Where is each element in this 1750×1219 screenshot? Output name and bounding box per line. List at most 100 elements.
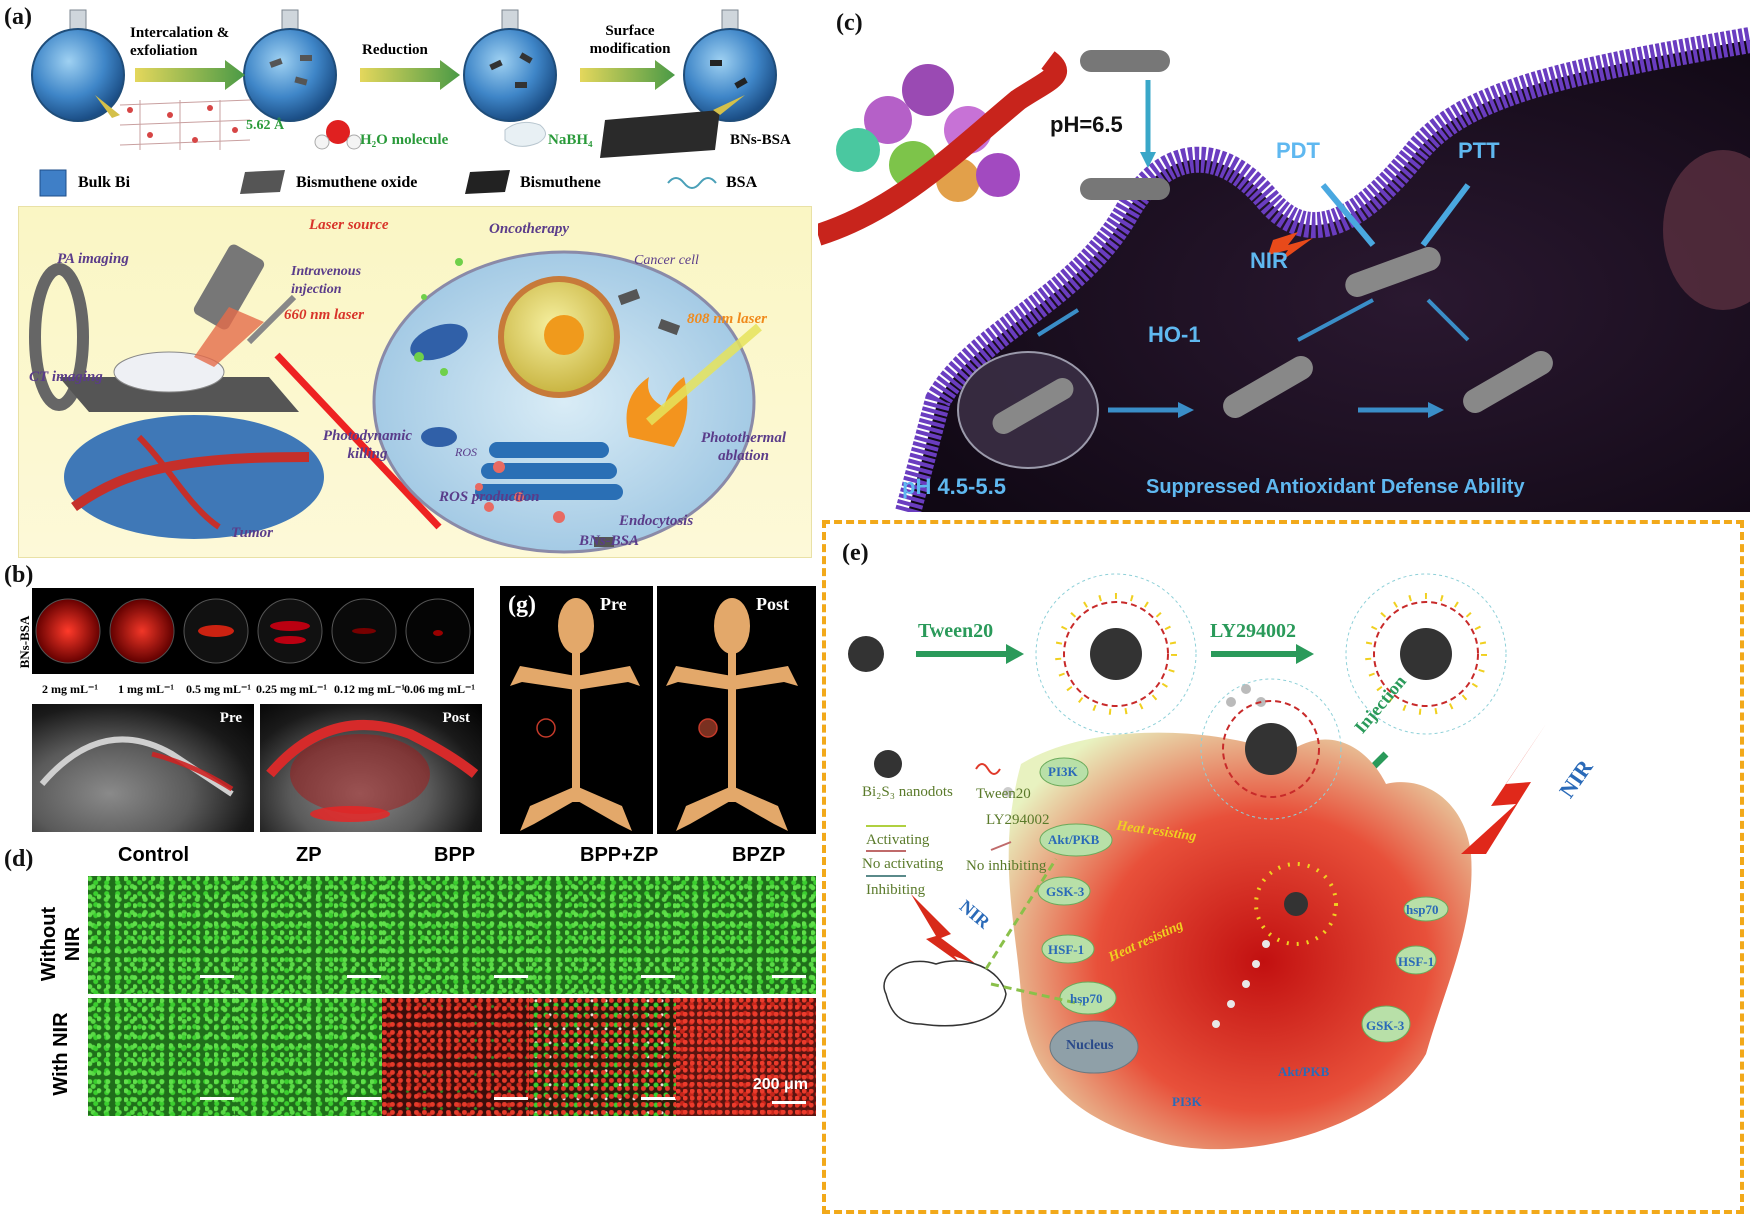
pi3k2-label: PI3K xyxy=(1172,1094,1202,1109)
ptt-label: PTT xyxy=(1458,138,1500,163)
synthesis-flasks xyxy=(31,9,777,197)
legend-bsa: BSA xyxy=(726,174,758,191)
ros-production-label: ROS production xyxy=(439,489,540,505)
row-without-nir: Without NIR xyxy=(38,906,84,982)
col-control: Control xyxy=(118,844,190,866)
tween20-arrow-label: Tween20 xyxy=(918,620,994,642)
panel-b-tag: (b) xyxy=(4,562,34,588)
flask-3 xyxy=(463,9,557,122)
conc-3: 0.25 mg mL⁻¹ xyxy=(256,682,327,696)
hsp70-2-label: hsp70 xyxy=(1406,902,1439,917)
ros-label: ROS xyxy=(455,445,477,459)
mouse-e-icon xyxy=(883,960,1007,1027)
nanorod-center-icon xyxy=(1345,247,1441,297)
pa-wells-strip xyxy=(32,588,474,674)
bismuthene-icon xyxy=(465,170,510,194)
nanorod-right-icon xyxy=(1463,351,1553,413)
akt-label: Akt/PKB xyxy=(1048,832,1100,847)
laser-source-label: Laser source xyxy=(309,217,389,233)
arrow-1 xyxy=(135,60,245,90)
col-zp: ZP xyxy=(296,844,322,866)
arrow-3 xyxy=(580,60,675,90)
ph65-label: pH=6.5 xyxy=(1050,112,1123,137)
tumor-cluster-icon xyxy=(836,64,1020,202)
conc-4: 0.12 mg mL⁻¹ xyxy=(334,682,405,696)
iv-injection-label: Intravenous injection xyxy=(291,264,362,297)
no-inhibiting-label: No inhibiting xyxy=(966,858,1047,874)
nabh4-label: NaBH₄ xyxy=(548,132,593,148)
nanorod-middle-icon xyxy=(1080,178,1170,200)
flask-2 xyxy=(243,9,337,122)
therapy-scheme-box: PA imaging Laser source Intravenous inje… xyxy=(18,206,812,558)
legend-bismuthene: Bismuthene xyxy=(520,174,601,191)
row-with-nir: With NIR xyxy=(50,1012,72,1096)
bns-bsa-bottom-label: BNs-BSA xyxy=(579,533,640,549)
therapy-scheme-art xyxy=(29,244,762,554)
panel-c: (c) xyxy=(818,0,1750,512)
photothermal-label: Photothermal ablation xyxy=(700,430,786,464)
g-post-label: Post xyxy=(756,594,789,614)
endocytosis-label: Endocytosis xyxy=(619,513,694,529)
nir-big-bolt-icon xyxy=(1461,724,1546,854)
img-control-without xyxy=(88,876,262,994)
pi3k-label: PI3K xyxy=(1048,764,1078,779)
h2o-molecule-icon xyxy=(314,120,362,150)
g-pre-label: Pre xyxy=(600,594,627,614)
laser-808-label: 808 nm laser xyxy=(687,311,768,327)
lattice-structure xyxy=(119,99,251,150)
oncotherapy-label: Oncotherapy xyxy=(489,221,569,237)
legend-bismuthene-oxide: Bismuthene oxide xyxy=(296,174,418,191)
nabh4-icon xyxy=(504,121,546,147)
conc-1: 1 mg mL⁻¹ xyxy=(118,682,174,696)
b-post-label: Post xyxy=(442,710,471,726)
spacing-label: 5.62 Å xyxy=(246,118,285,133)
mitochondrion-c-icon xyxy=(1663,150,1750,310)
bsa-icon xyxy=(667,177,717,189)
nanorod-ho1-icon xyxy=(1223,356,1313,418)
ct-roi-pre xyxy=(536,718,556,738)
panel-e: (e) xyxy=(822,520,1744,1214)
panel-a: (a) xyxy=(0,0,812,560)
tween-micelle-icon xyxy=(1035,573,1197,735)
micelle-in-tumor-icon xyxy=(1200,678,1342,820)
suppressed-label: Suppressed Antioxidant Defense Ability xyxy=(1146,476,1525,498)
col-bpzp: BPZP xyxy=(732,844,786,866)
no-inhibiting-line xyxy=(990,841,1012,851)
pa-imaging-ring-icon xyxy=(29,263,89,411)
arrow-2 xyxy=(360,60,460,90)
panel-a-tag: (a) xyxy=(4,4,32,30)
mitochondria-icon xyxy=(410,323,468,361)
us-image-post: Post xyxy=(260,704,482,832)
skeleton-post-icon xyxy=(666,598,798,831)
bismuthene-oxide-icon xyxy=(240,170,285,194)
panel-b: (b) BNs-BSA 2 mg mL⁻¹ 1 mg mL⁻¹ 0.5 mg m… xyxy=(0,562,490,834)
img-bppzp-without xyxy=(529,876,703,994)
img-bpzp-with: 200 μm xyxy=(676,998,816,1116)
activating-label: Activating xyxy=(866,832,930,848)
inhibiting-label: Inhibiting xyxy=(866,882,926,898)
img-bpp-with xyxy=(382,998,556,1116)
step1-label: Intercalation & exfoliation xyxy=(130,25,230,59)
b-side-label: BNs-BSA xyxy=(17,615,32,669)
gsk3-2-label: GSK-3 xyxy=(1366,1018,1405,1033)
bi2s3-dot-icon xyxy=(848,636,884,672)
conc-2: 0.5 mg mL⁻¹ xyxy=(186,682,251,696)
panel-g: (g) Pre Post xyxy=(500,586,816,834)
nucleus-e-icon xyxy=(1049,1020,1139,1074)
pdt-label: PDT xyxy=(1276,138,1320,163)
ly-legend-label: LY294002 xyxy=(986,812,1050,828)
golgi-icon xyxy=(475,442,623,500)
img-zp-without xyxy=(235,876,409,994)
ph-low-label: pH 4.5-5.5 xyxy=(902,474,1006,499)
us-image-pre: Pre xyxy=(32,704,254,832)
gsk3-label: GSK-3 xyxy=(1046,884,1085,899)
panel-d-tag: (d) xyxy=(4,846,34,872)
laser-source-icon xyxy=(193,244,265,330)
conc-0: 2 mg mL⁻¹ xyxy=(42,682,98,696)
img-bpzp-without xyxy=(676,876,816,994)
laser-660-label: 660 nm laser xyxy=(284,307,365,323)
photodynamic-label: Photodynamic killing xyxy=(322,428,413,462)
akt2-label: Akt/PKB xyxy=(1278,1064,1330,1079)
laser-808-beam xyxy=(646,323,762,426)
hsp70-label: hsp70 xyxy=(1070,991,1103,1006)
